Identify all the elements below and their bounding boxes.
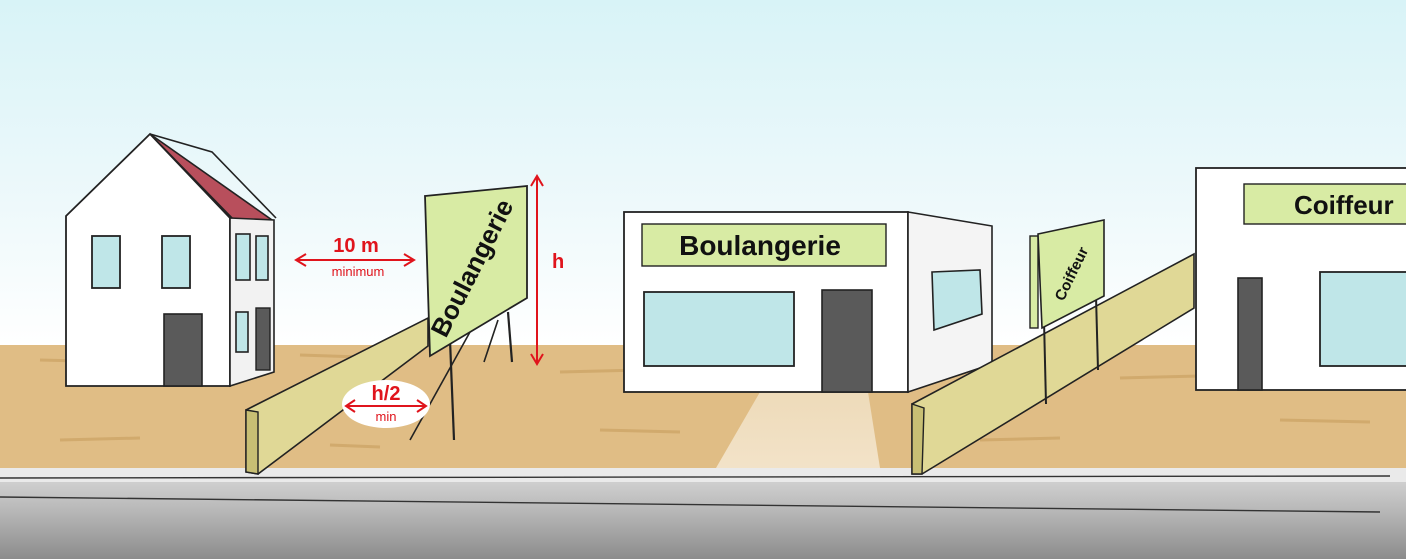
hairdresser-shop: Coiffeur xyxy=(1195,167,1406,391)
bakery-door xyxy=(821,289,873,393)
bakery-fascia-text: Boulangerie xyxy=(679,230,841,261)
billboard-strut xyxy=(409,331,471,441)
hairdresser-fascia xyxy=(1243,183,1406,225)
setback-arrow-left xyxy=(344,399,356,413)
small-sign-post xyxy=(1095,295,1099,371)
right-wall xyxy=(911,252,1195,475)
hairdresser-fascia-text: Coiffeur xyxy=(1294,190,1394,220)
house xyxy=(65,132,277,388)
billboard: Boulangerie xyxy=(409,185,528,441)
walkway xyxy=(716,392,880,468)
setback-qualifier: min xyxy=(376,409,397,424)
distance-value: 10 m xyxy=(333,235,379,257)
billboard-post xyxy=(506,311,514,363)
billboard-strut xyxy=(483,319,499,363)
small-sign-back xyxy=(1029,235,1039,329)
road xyxy=(0,482,1406,559)
road-line-top xyxy=(0,475,1391,479)
distance-arrow-right xyxy=(403,253,416,267)
road-line-lane xyxy=(0,496,1381,513)
height-arrow-bottom xyxy=(530,353,544,366)
house-roof-top xyxy=(149,133,277,219)
setback-dimension: h/2 min xyxy=(342,380,430,428)
height-label: h xyxy=(552,251,564,273)
house-window xyxy=(161,235,191,289)
sidewalk-strip xyxy=(0,468,1406,482)
right-wall-face xyxy=(911,403,925,475)
house-window xyxy=(235,233,251,281)
setback-bubble xyxy=(342,380,430,428)
house-door xyxy=(163,313,203,387)
left-wall xyxy=(245,316,429,475)
distance-qualifier: minimum xyxy=(332,264,385,279)
height-dimension: h xyxy=(530,174,564,366)
hairdresser-door xyxy=(1237,277,1263,391)
small-sign: Coiffeur xyxy=(1029,219,1105,405)
small-sign-panel xyxy=(1037,219,1105,330)
left-wall-face xyxy=(245,409,259,475)
billboard-post xyxy=(448,339,456,441)
bakery-side-window xyxy=(931,269,983,332)
distance-dimension: 10 m minimum xyxy=(294,235,416,279)
bakery-fascia xyxy=(641,223,887,267)
setback-arrow-right xyxy=(416,399,428,413)
bakery-shop-window xyxy=(643,291,795,367)
house-window xyxy=(235,311,249,353)
billboard-panel xyxy=(424,185,528,358)
distance-arrow-left xyxy=(294,253,307,267)
setback-value: h/2 xyxy=(372,383,401,405)
hairdresser-window xyxy=(1319,271,1406,367)
height-arrow-top xyxy=(530,174,544,187)
house-side-door xyxy=(255,307,271,371)
house-window xyxy=(255,235,269,281)
bakery-shop: Boulangerie xyxy=(623,211,993,394)
small-sign-post xyxy=(1043,319,1047,405)
house-window xyxy=(91,235,121,289)
